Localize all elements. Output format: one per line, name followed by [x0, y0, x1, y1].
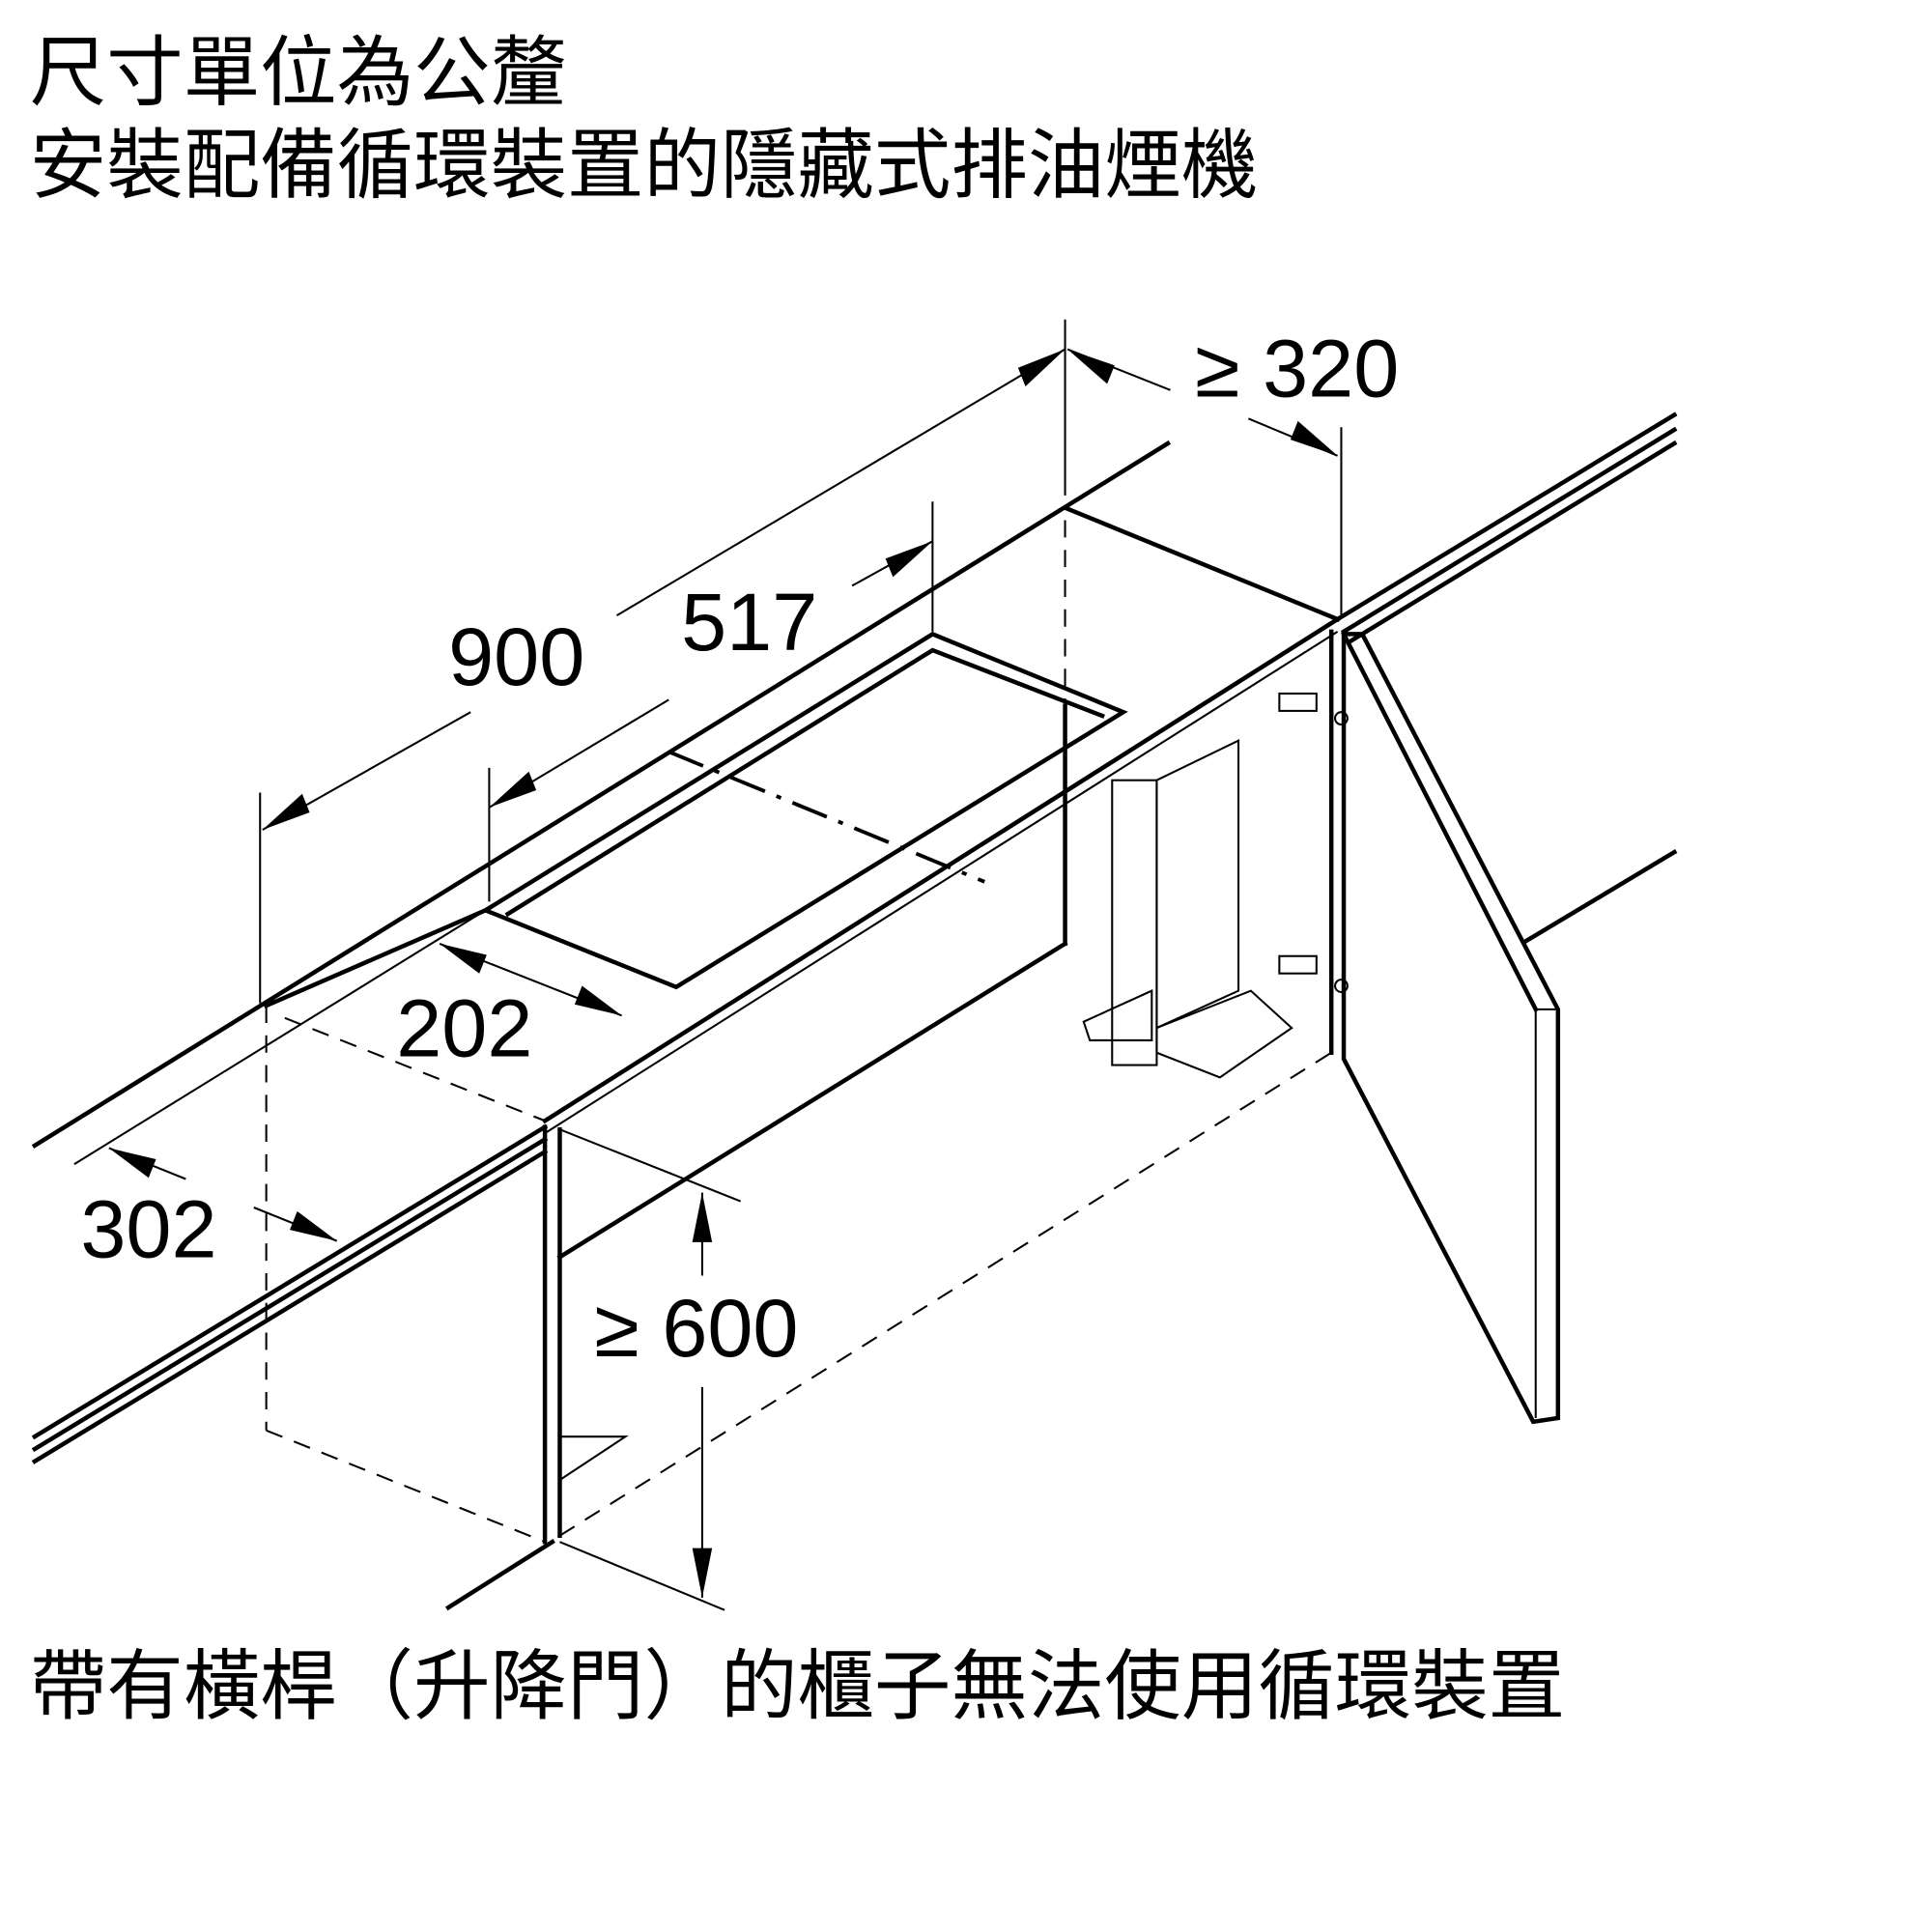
- arrow-icon: [440, 943, 487, 974]
- arrow-icon: [290, 1210, 337, 1241]
- arrow-icon: [885, 541, 933, 578]
- cabinet-door: [1341, 632, 1561, 1425]
- dimension-517: 517: [681, 576, 817, 668]
- dimension-900: 900: [448, 611, 584, 702]
- hidden-lines: [265, 520, 1332, 1544]
- arrow-icon: [489, 771, 537, 808]
- recirculation-unit: [558, 692, 1349, 1482]
- footer-note: 帶有橫桿（升降門）的櫃子無法使用循環裝置: [30, 1641, 1565, 1731]
- arrow-icon: [108, 1148, 156, 1179]
- dimension-lines: [108, 319, 1343, 1611]
- dimension-600: ≥ 600: [594, 1282, 798, 1374]
- arrow-icon: [692, 1548, 713, 1598]
- dimension-320: ≥ 320: [1195, 322, 1399, 413]
- dimension-202: 202: [396, 982, 532, 1074]
- arrow-icon: [1067, 349, 1115, 384]
- arrow-icon: [574, 985, 622, 1016]
- hob-cutout: [480, 631, 1128, 990]
- arrow-icon: [1017, 349, 1065, 386]
- arrow-icon: [262, 793, 310, 830]
- cabinet: [445, 504, 1561, 1611]
- units-note: 尺寸單位為公釐: [30, 28, 567, 118]
- center-line: [668, 750, 985, 884]
- dimension-302: 302: [80, 1182, 216, 1274]
- arrow-icon: [1290, 420, 1338, 456]
- diagram-title: 安裝配備循環裝置的隱藏式排油煙機: [30, 121, 1258, 211]
- countertop: [31, 412, 1678, 1464]
- arrow-icon: [692, 1192, 713, 1242]
